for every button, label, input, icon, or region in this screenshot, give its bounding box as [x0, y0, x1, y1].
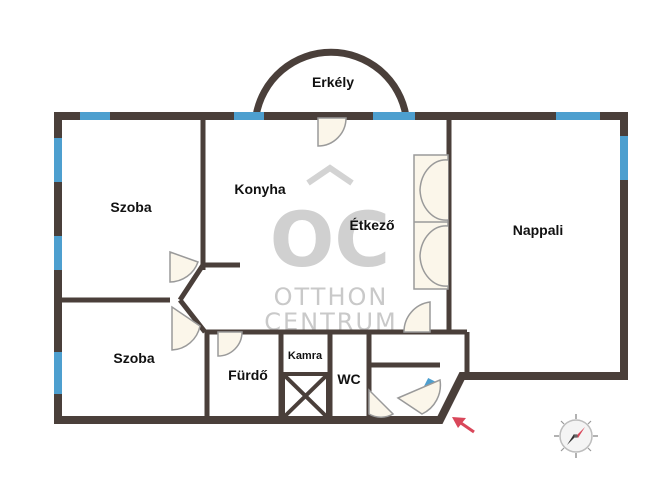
window — [373, 112, 415, 120]
room-label-szoba-top: Szoba — [110, 199, 151, 215]
balcony-wall — [252, 48, 410, 117]
room-label-etkezo: Étkező — [349, 217, 394, 233]
door-swing — [171, 305, 201, 351]
window — [80, 112, 110, 120]
window — [54, 236, 62, 270]
watermark-roof-icon — [306, 164, 354, 186]
compass-icon — [554, 414, 598, 458]
doors — [169, 117, 442, 418]
room-label-nappali: Nappali — [513, 222, 564, 238]
room-label-kamra: Kamra — [288, 350, 323, 362]
room-label-furdo: Fürdő — [228, 367, 268, 383]
watermark-line1: OTTHON — [274, 283, 389, 311]
room-label-erkely: Erkély — [312, 74, 354, 90]
room-label-szoba-bottom: Szoba — [113, 350, 154, 366]
door-swing — [368, 388, 395, 418]
door-swing — [403, 301, 431, 333]
outer-walls — [54, 112, 628, 424]
entrance-arrow-icon — [452, 417, 475, 434]
window — [54, 138, 62, 182]
watermark-logo-mark: OC — [270, 195, 390, 284]
window — [54, 352, 62, 394]
window — [234, 112, 264, 120]
room-label-konyha: Konyha — [234, 181, 286, 197]
window — [556, 112, 600, 120]
door-swing — [169, 250, 199, 283]
room-label-wc: WC — [337, 371, 360, 387]
window — [620, 136, 628, 180]
wardrobes — [413, 154, 449, 290]
door-swing — [217, 331, 243, 357]
door-swing — [396, 378, 442, 415]
kamra-storage-box — [281, 372, 330, 420]
door-swing — [317, 117, 347, 147]
